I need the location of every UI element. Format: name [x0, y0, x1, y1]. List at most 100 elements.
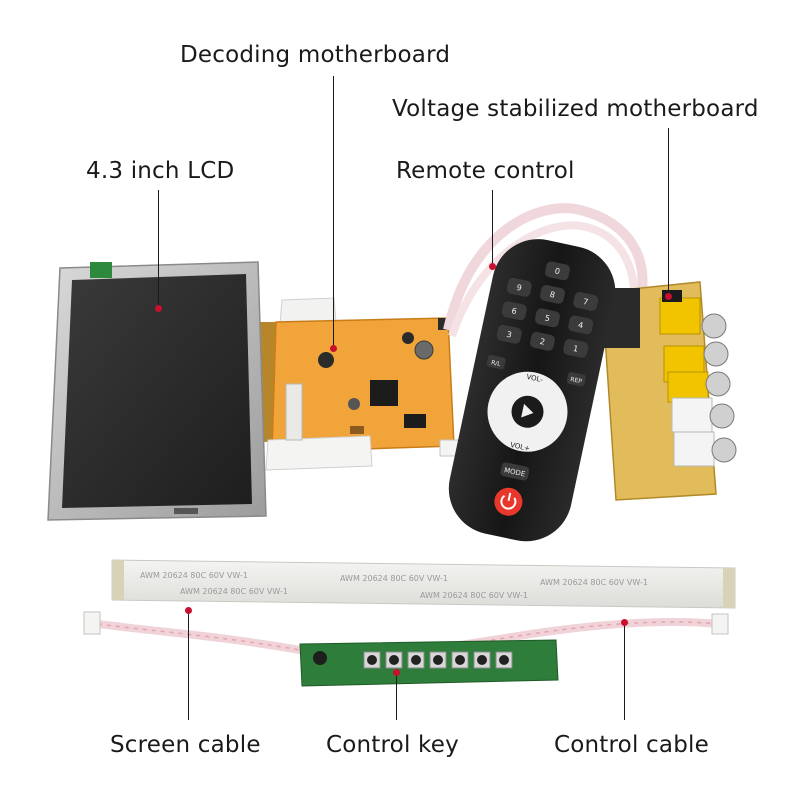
voltage-stabilized-motherboard [601, 281, 737, 501]
remote-key-label-1: 1 [572, 344, 579, 354]
remote-dot [489, 263, 496, 270]
tactile-button-cap [367, 655, 377, 665]
component-chip [350, 426, 364, 434]
tactile-buttons [363, 651, 513, 669]
power-icon [500, 494, 517, 510]
label-remote-control: Remote control [396, 158, 575, 184]
vol-plus-label: VOL+ [509, 441, 530, 453]
remote-key-label-0: 0 [554, 266, 561, 276]
remote-key-8 [539, 284, 565, 304]
stabilizer-leader [668, 128, 669, 296]
remote-key-label-3: 3 [506, 330, 513, 340]
label-decoding-motherboard: Decoding motherboard [180, 42, 451, 68]
remote-key-5 [534, 308, 560, 328]
label-control-cable: Control cable [554, 732, 709, 758]
lcd-dot [155, 305, 162, 312]
key-pcb [299, 639, 559, 687]
control-key-board [299, 639, 559, 687]
lcd-screen [62, 274, 252, 508]
ribbon-print-5: AWM 20624 80C 60V VW-1 [420, 591, 528, 600]
power-icon-bar [507, 492, 512, 501]
remote-key-0 [544, 261, 570, 281]
cable-plug-left [83, 611, 101, 635]
label-voltage-stabilized-motherboard: Voltage stabilized motherboard [392, 96, 759, 122]
remote-key-label-4: 4 [577, 320, 584, 330]
small-chip [404, 414, 426, 428]
inductor-small [402, 332, 414, 344]
screen-cable: AWM 20624 80C 60V VW-1 AWM 20624 80C 60V… [111, 559, 736, 609]
control-key-leader [396, 672, 397, 720]
inductor [318, 352, 334, 368]
ribbon-print-4: AWM 20624 80C 60V VW-1 [180, 587, 288, 596]
decoding-leader [333, 76, 334, 348]
remote-leader [492, 190, 493, 266]
remote-key-9 [506, 277, 532, 297]
rca-socket-4 [709, 403, 735, 429]
rl-button [486, 354, 506, 370]
ribbon-print-1: AWM 20624 80C 60V VW-1 [140, 571, 248, 580]
rca-socket-5 [711, 437, 737, 463]
rca-yellow-1 [659, 297, 701, 335]
remote-key-7 [573, 292, 599, 311]
main-chip [370, 380, 398, 406]
fpc-connector [285, 383, 303, 441]
control-cable-dot [621, 619, 628, 626]
label-screen-cable: Screen cable [110, 732, 261, 758]
ffc-end-left [112, 560, 124, 600]
lcd-module [47, 261, 278, 521]
lcd-leader [158, 190, 159, 308]
label-lcd: 4.3 inch LCD [86, 158, 235, 184]
ffc-end-right [723, 568, 735, 608]
remote-key-label-7: 7 [582, 297, 589, 307]
decoding-motherboard [265, 297, 465, 471]
tactile-button-cap [389, 655, 399, 665]
control-key-dot [393, 669, 400, 676]
tactile-button-cap [455, 655, 465, 665]
power-button [494, 487, 523, 516]
remote-key-label-2: 2 [539, 337, 546, 347]
board-white-base [265, 435, 373, 471]
number-keypad: 0 9 8 7 6 5 4 3 2 1 [496, 261, 599, 358]
capacitor [414, 340, 434, 360]
mode-button [500, 462, 530, 481]
rca-socket-1 [701, 313, 727, 339]
cable-loop-1 [443, 203, 648, 332]
rep-label: REP [570, 376, 583, 385]
ribbon-print-2: AWM 20624 80C 60V VW-1 [340, 574, 448, 583]
rca-socket-2 [703, 341, 729, 367]
remote-key-2 [530, 331, 555, 351]
remote-key-4 [568, 315, 594, 335]
ir-receiver [313, 651, 327, 665]
play-icon [521, 403, 534, 418]
rl-label: R/L [490, 359, 501, 368]
remote-key-label-8: 8 [549, 290, 556, 300]
component-round [348, 398, 360, 410]
rca-socket-3 [705, 371, 731, 397]
screen-cable-leader [188, 610, 189, 720]
tactile-button-cap [477, 655, 487, 665]
cable-plug-right [711, 613, 729, 635]
tactile-button-cap [433, 655, 443, 665]
cable-loop-2 [448, 221, 639, 338]
vol-minus-label: VOL- [526, 373, 544, 384]
lcd-tab [90, 262, 112, 278]
remote-key-label-6: 6 [511, 306, 518, 316]
ribbon-print-3: AWM 20624 80C 60V VW-1 [540, 578, 648, 587]
remote-key-1 [563, 338, 589, 358]
rca-white-1 [671, 397, 713, 433]
tactile-button-cap [411, 655, 421, 665]
remote-key-label-5: 5 [544, 313, 551, 323]
rca-white-2 [673, 431, 715, 467]
rca-jacks [659, 297, 737, 467]
remote-key-3 [496, 324, 522, 344]
label-control-key: Control key [326, 732, 459, 758]
lcd-connector [174, 508, 198, 514]
screen-cable-dot [185, 607, 192, 614]
decoding-dot [330, 345, 337, 352]
control-cable-leader [624, 622, 625, 720]
remote-key-label-9: 9 [516, 283, 523, 293]
rep-button [566, 371, 586, 387]
